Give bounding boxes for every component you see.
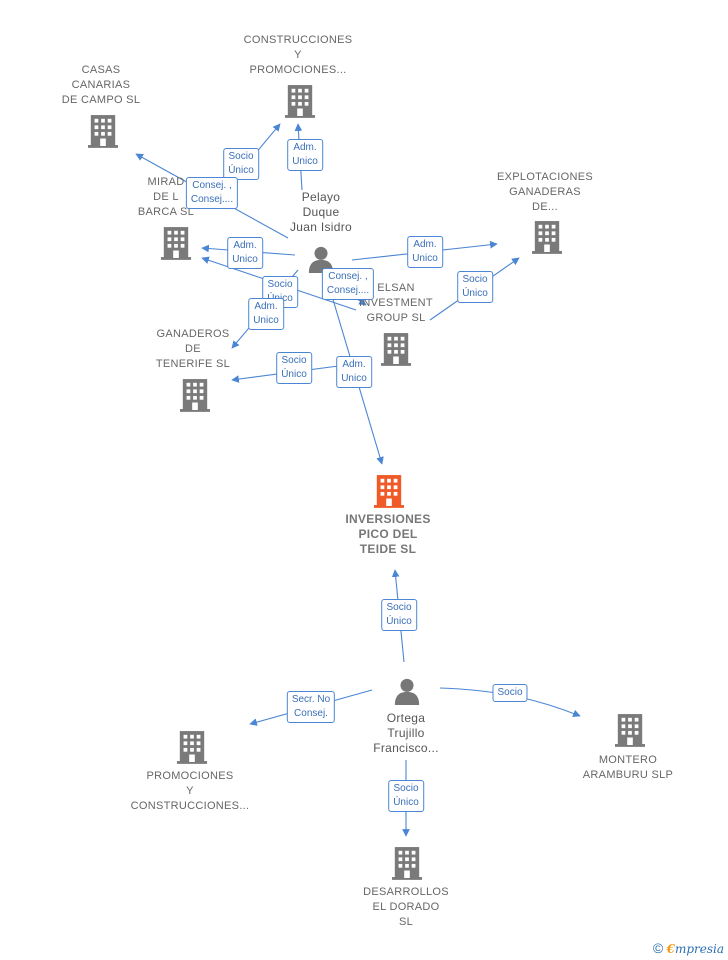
node-explotaciones-label[interactable]: EXPLOTACIONES GANADERAS DE...	[497, 171, 593, 213]
edge-label-adm-unico: Adm. Unico	[336, 356, 372, 388]
ganaderos-building-icon	[180, 379, 210, 412]
casas-building-icon	[88, 115, 118, 148]
construcciones-building-icon	[285, 85, 315, 118]
node-mirador-label[interactable]: MIRAD DE L BARCA SL	[137, 176, 195, 218]
edge-label-socio-unico: Socio Único	[381, 599, 417, 631]
montero-building-icon	[615, 714, 645, 747]
node-inversiones-label[interactable]: INVERSIONES PICO DEL TEIDE SL	[345, 512, 431, 556]
node-ganaderos-label[interactable]: GANADEROS DE TENERIFE SL	[155, 328, 231, 370]
promociones-building-icon	[177, 731, 207, 764]
edge-label-adm-unico: Adm. Unico	[248, 298, 284, 330]
edges	[135, 123, 581, 837]
node-casas-label[interactable]: CASAS CANARIAS DE CAMPO SL	[61, 64, 141, 106]
footer-brand[interactable]: © €mpresia	[653, 940, 724, 956]
edge-label-socio-unico: Socio Único	[276, 352, 312, 384]
node-montero-label[interactable]: MONTERO ARAMBURU SLP	[582, 754, 674, 781]
brand-logo: €mpresia	[666, 942, 724, 956]
edge-label-adm-unico: Adm. Unico	[287, 139, 323, 171]
ortega-person-icon	[394, 678, 420, 705]
node-promociones-label[interactable]: PROMOCIONES Y CONSTRUCCIONES...	[130, 770, 250, 812]
desarrollos-building-icon	[392, 847, 422, 880]
person-ortega-label[interactable]: Ortega Trujillo Francisco...	[373, 711, 439, 755]
edge-label-adm-unico: Adm. Unico	[227, 237, 263, 269]
mirador-building-icon	[161, 227, 191, 260]
copyright-icon: ©	[652, 940, 664, 956]
node-desarrollos-label[interactable]: DESARROLLOS EL DORADO SL	[363, 886, 449, 928]
edge-label-secr-no-consej: Secr. No Consej.	[286, 691, 336, 723]
edge-label-consej: Consej. , Consej....	[185, 177, 239, 209]
edge-label-socio-unico: Socio Único	[223, 148, 259, 180]
person-pelayo-label[interactable]: Pelayo Duque Juan Isidro	[290, 190, 352, 234]
edge-label-adm-unico: Adm. Unico	[407, 236, 443, 268]
edge-label-socio: Socio	[492, 684, 528, 702]
elsan-building-icon	[381, 333, 411, 366]
edge-label-socio-unico: Socio Único	[457, 271, 493, 303]
edge-label-socio-unico: Socio Único	[388, 780, 424, 812]
inversiones-building-icon	[374, 475, 404, 508]
explotaciones-building-icon	[532, 221, 562, 254]
edge-label-consej: Consej. , Consej....	[321, 268, 375, 300]
node-construcciones-label[interactable]: CONSTRUCCIONES Y PROMOCIONES...	[243, 34, 353, 76]
node-elsan-label[interactable]: ELSAN INVESTMENT GROUP SL	[359, 282, 433, 324]
